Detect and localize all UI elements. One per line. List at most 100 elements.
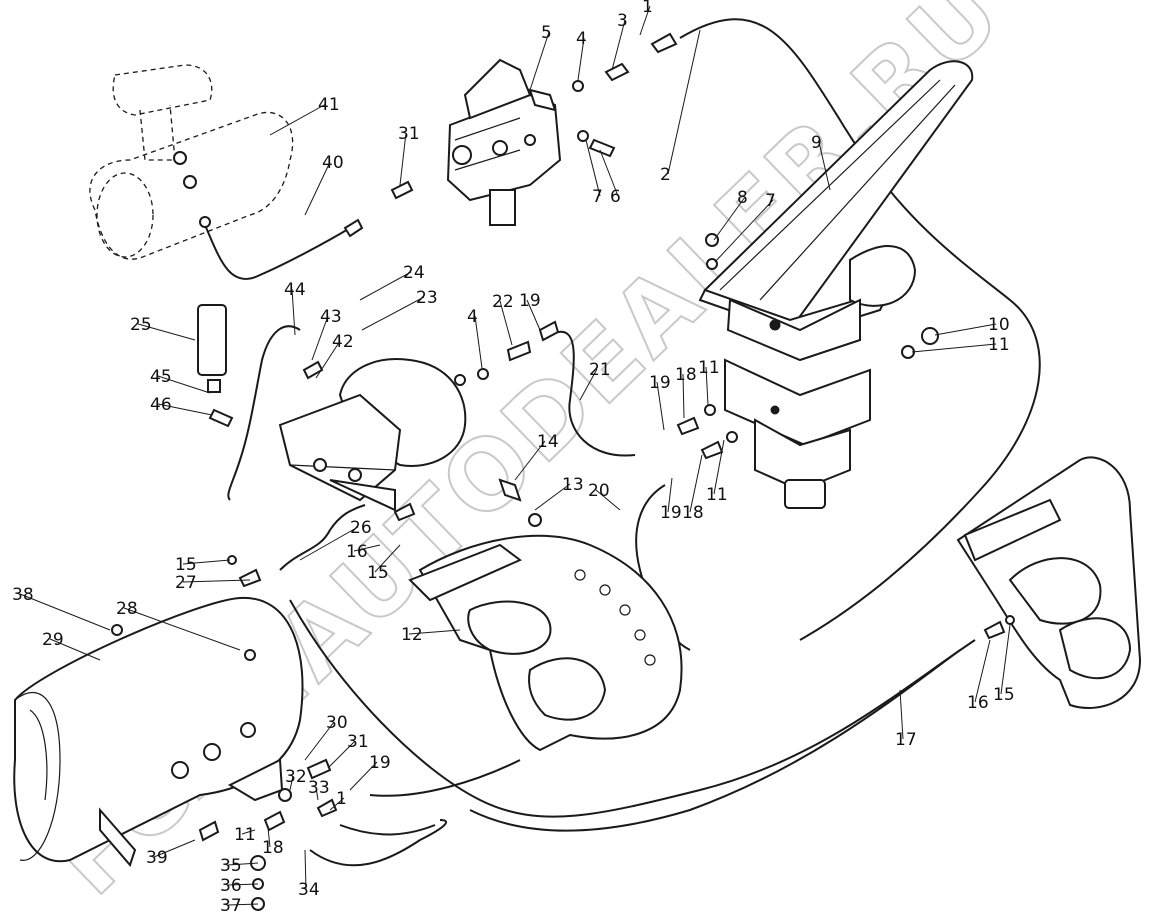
callout-2: 2: [660, 165, 671, 185]
callout-9: 9: [811, 133, 822, 153]
callout-leader-11: [705, 366, 709, 406]
callout-7: 7: [765, 191, 776, 211]
callout-leader-33: [315, 786, 319, 801]
callout-14: 14: [537, 432, 559, 452]
callout-5: 5: [541, 23, 552, 43]
callout-43: 43: [320, 307, 342, 327]
callout-leader-19: [349, 761, 378, 791]
callout-12: 12: [401, 625, 423, 645]
callout-15: 15: [367, 563, 389, 583]
callout-22: 22: [492, 292, 514, 312]
callout-13: 13: [562, 475, 584, 495]
callout-leader-38: [19, 593, 111, 631]
callout-leader-8: [713, 196, 746, 241]
callout-leader-19: [656, 381, 665, 431]
callout-11: 11: [698, 358, 720, 378]
callout-20: 20: [588, 481, 610, 501]
callout-10: 10: [988, 315, 1010, 335]
air-filter-41: [89, 64, 294, 260]
callout-16: 16: [967, 693, 989, 713]
callout-31: 31: [347, 732, 369, 752]
callout-42: 42: [332, 332, 354, 352]
callout-28: 28: [116, 599, 138, 619]
callout-36: 36: [220, 876, 242, 896]
callout-26: 26: [350, 518, 372, 538]
callout-7: 7: [592, 187, 603, 207]
callout-leader-44: [291, 288, 296, 336]
callout-15: 15: [175, 555, 197, 575]
callout-35: 35: [220, 856, 242, 876]
pipes: [204, 18, 1041, 867]
callout-leader-4: [474, 315, 483, 369]
callout-leader-11: [713, 439, 725, 495]
callout-leader-15: [182, 559, 231, 565]
callout-leader-17: [899, 689, 904, 740]
callout-leader-7: [714, 199, 774, 263]
callout-leader-45: [157, 375, 211, 394]
callout-4: 4: [467, 307, 478, 327]
callout-45: 45: [150, 367, 172, 387]
brake-chamber-12: [408, 534, 683, 752]
callout-leader-13: [534, 483, 571, 511]
callout-33: 33: [308, 778, 330, 798]
valve-block-5: [446, 58, 562, 226]
callout-27: 27: [175, 573, 197, 593]
callout-8: 8: [737, 188, 748, 208]
callout-leader-31: [327, 740, 356, 769]
callout-40: 40: [322, 153, 344, 173]
callout-leader-10: [934, 323, 997, 336]
callout-24: 24: [403, 263, 425, 283]
callout-leader-43: [311, 315, 329, 361]
callout-leader-41: [269, 103, 327, 136]
callout-15: 15: [993, 685, 1015, 705]
callout-leader-19: [667, 477, 673, 513]
callout-37: 37: [220, 896, 242, 916]
callout-19: 19: [660, 503, 682, 523]
callout-18: 18: [675, 365, 697, 385]
callout-leader-26: [299, 526, 359, 561]
callout-leader-35: [227, 862, 259, 866]
callout-leader-40: [304, 161, 331, 216]
callout-23: 23: [416, 288, 438, 308]
callout-leader-34: [304, 849, 307, 890]
brake-chamber-right: [956, 456, 1142, 709]
brake-pedal-9: [698, 60, 974, 509]
callout-leader-31: [399, 132, 407, 186]
air-tank-29: [13, 596, 304, 867]
callout-leader-15: [1000, 624, 1011, 695]
callout-17: 17: [895, 730, 917, 750]
callout-leader-25: [137, 323, 196, 341]
callout-44: 44: [284, 280, 306, 300]
callout-30: 30: [326, 713, 348, 733]
callout-leader-2: [667, 29, 701, 175]
callout-46: 46: [150, 395, 172, 415]
callout-leader-9: [818, 141, 831, 191]
callout-34: 34: [298, 880, 320, 900]
callout-11: 11: [706, 485, 728, 505]
callout-leader-39: [153, 839, 196, 858]
callout-leader-27: [182, 579, 251, 583]
callout-leader-7: [585, 139, 601, 197]
pump-assembly: [278, 358, 467, 512]
callout-leader-16: [353, 544, 381, 552]
callout-leader-16: [974, 639, 991, 703]
callout-leader-15: [374, 544, 401, 573]
callout-leader-11: [911, 343, 997, 353]
callout-leader-12: [408, 629, 461, 635]
callout-leader-46: [157, 403, 213, 416]
callout-16: 16: [346, 542, 368, 562]
callout-39: 39: [146, 848, 168, 868]
callout-1: 1: [336, 789, 347, 809]
callout-leader-19: [526, 299, 541, 331]
callout-18: 18: [262, 838, 284, 858]
callout-leader-20: [595, 489, 621, 511]
callout-leader-32: [289, 775, 294, 791]
callout-25: 25: [130, 315, 152, 335]
callout-38: 38: [12, 585, 34, 605]
callout-29: 29: [42, 630, 64, 650]
callout-leader-18: [682, 373, 685, 419]
callout-leader-23: [361, 296, 425, 331]
